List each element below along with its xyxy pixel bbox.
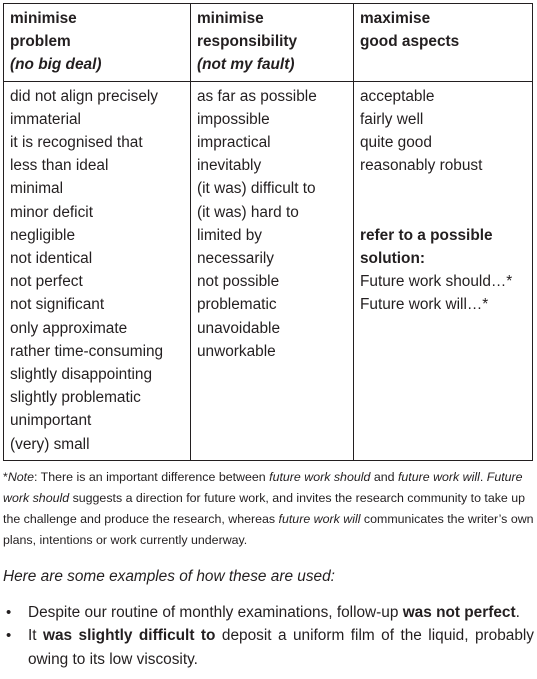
header-line: minimise xyxy=(10,10,77,27)
example-text: . xyxy=(515,604,520,621)
list-item: minor deficit xyxy=(10,203,93,221)
column-header-minimise-responsibility: minimise responsibility (not my fault) xyxy=(190,3,354,82)
header-subtitle: (not my fault) xyxy=(197,56,295,74)
footnote: *Note: There is an important difference … xyxy=(3,467,534,551)
footnote-label: Note xyxy=(7,470,35,484)
list-item: as far as possible xyxy=(197,87,317,105)
list-item: not perfect xyxy=(10,273,83,291)
list-item: unworkable xyxy=(197,342,276,360)
table-header-row: minimise problem (no big deal) minimise … xyxy=(3,3,533,82)
column-maximise-good-aspects-list: acceptable fairly well quite good reason… xyxy=(353,80,533,461)
header-line: minimise xyxy=(197,10,264,27)
list-item: unimportant xyxy=(10,412,92,430)
footnote-term: future work will xyxy=(397,470,480,484)
example-item: • Despite our routine of monthly examinat… xyxy=(0,601,534,624)
vocabulary-table: minimise problem (no big deal) minimise … xyxy=(3,3,533,461)
example-text: Despite our routine of monthly examinati… xyxy=(28,604,403,621)
list-item: fairly well xyxy=(360,110,424,128)
list-item: reasonably robust xyxy=(360,157,483,175)
list-item: (it was) hard to xyxy=(197,203,299,221)
header-line: responsibility xyxy=(197,33,298,51)
footnote-text: communicates the writer’s own plans, int… xyxy=(3,512,534,547)
bullet-icon: • xyxy=(6,604,12,621)
list-item: inevitably xyxy=(197,157,262,175)
list-item: rather time-consuming xyxy=(10,342,164,360)
bullet-icon: • xyxy=(6,627,12,645)
list-item: impractical xyxy=(197,134,271,152)
footnote-term: future work will xyxy=(278,512,361,526)
spacer xyxy=(360,201,526,224)
example-text: deposit a uniform film of the liquid, pr… xyxy=(28,627,534,668)
spacer xyxy=(360,177,526,200)
subheading-line: refer to a possible xyxy=(360,226,493,244)
column-minimise-responsibility-list: as far as possible impossible impractica… xyxy=(190,80,354,461)
list-item: quite good xyxy=(360,134,432,152)
header-line: good aspects xyxy=(360,33,460,51)
footnote-asterisk: * xyxy=(3,470,8,484)
list-item: impossible xyxy=(197,110,270,128)
list-item: not possible xyxy=(197,273,280,291)
list-item: not significant xyxy=(10,296,105,314)
footnote-term: Future work should xyxy=(3,470,523,505)
list-item: limited by xyxy=(197,226,263,244)
list-item: Future work will…* xyxy=(360,296,489,314)
column-header-minimise-problem: minimise problem (no big deal) xyxy=(3,3,191,82)
column-minimise-problem-list: did not align precisely immaterial it is… xyxy=(3,80,191,461)
footnote-text: . xyxy=(479,470,487,484)
example-text: It xyxy=(28,627,44,645)
header-line: maximise xyxy=(360,10,431,27)
list-item: less than ideal xyxy=(10,157,109,175)
example-highlight: was slightly difficult to xyxy=(43,627,216,645)
list-item: unavoidable xyxy=(197,319,281,337)
list-item: minimal xyxy=(10,180,64,198)
header-line: problem xyxy=(10,33,71,51)
footnote-term: future work should xyxy=(269,470,371,484)
examples-list: • Despite our routine of monthly examinat… xyxy=(0,601,534,671)
footnote-text: suggests a direction for future work, an… xyxy=(3,491,526,526)
list-item: not identical xyxy=(10,250,93,268)
header-subtitle: (no big deal) xyxy=(10,56,102,74)
examples-intro: Here are some examples of how these are … xyxy=(3,568,335,585)
list-item: negligible xyxy=(10,226,76,244)
list-item: problematic xyxy=(197,296,277,314)
list-item: (it was) difficult to xyxy=(197,180,316,198)
subheading-line: solution: xyxy=(360,250,425,267)
example-item: • It was slightly difficult to deposit a … xyxy=(0,624,534,671)
list-item: did not align precisely xyxy=(10,87,159,105)
example-highlight: was not perfect xyxy=(402,604,516,621)
footnote-text: : There is an important difference betwe… xyxy=(34,470,270,484)
list-item: immaterial xyxy=(10,110,81,128)
list-item: (very) small xyxy=(10,435,90,453)
list-item: slightly problematic xyxy=(10,389,141,407)
list-item: Future work should…* xyxy=(360,273,513,291)
list-item: only approximate xyxy=(10,319,128,337)
list-item: necessarily xyxy=(197,250,274,268)
list-item: slightly disappointing xyxy=(10,366,153,384)
footnote-text: and xyxy=(370,470,398,484)
list-item: acceptable xyxy=(360,87,435,105)
list-item: it is recognised that xyxy=(10,134,143,152)
column-header-maximise-good-aspects: maximise good aspects xyxy=(353,3,533,82)
table-body-row: did not align precisely immaterial it is… xyxy=(3,80,533,461)
